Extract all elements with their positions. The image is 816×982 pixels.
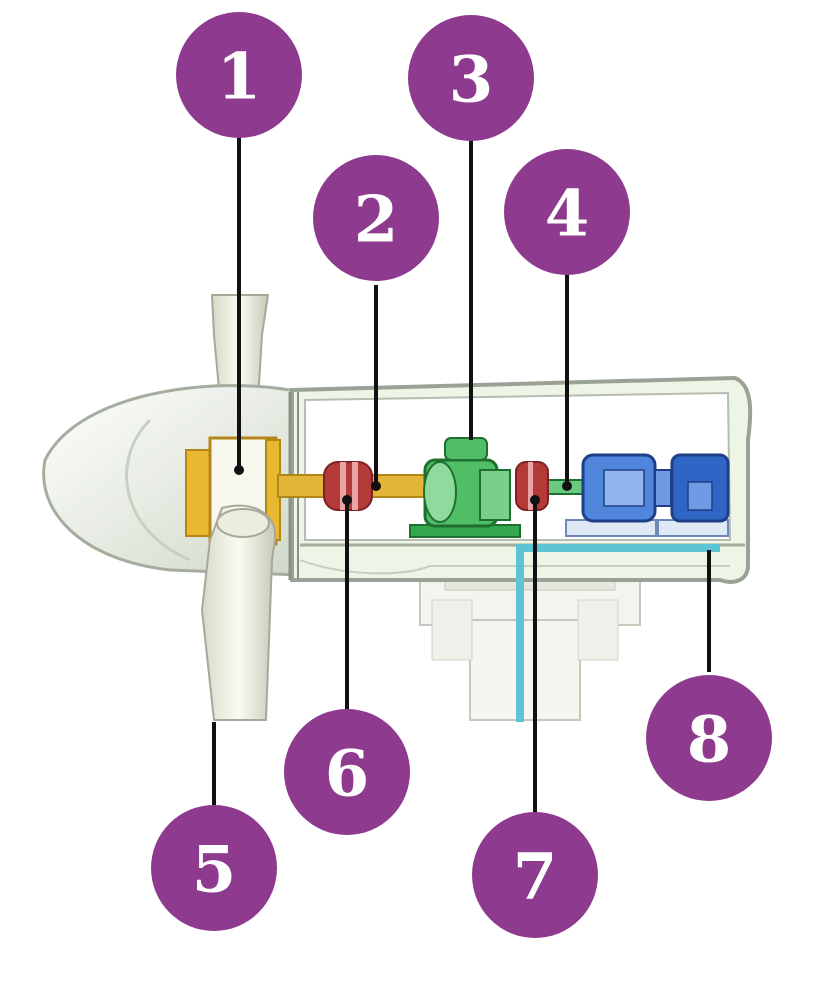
callout-2: 2: [313, 155, 439, 281]
callout-3: 3: [408, 15, 534, 141]
generator: [566, 455, 671, 536]
callout-label-7: 7: [513, 840, 558, 915]
callout-6: 6: [284, 709, 410, 835]
callout-8: 8: [646, 675, 772, 801]
callout-label-4: 4: [545, 177, 590, 252]
callout-label-5: 5: [192, 833, 237, 908]
callout-label-2: 2: [354, 183, 399, 258]
callout-7: 7: [472, 812, 598, 938]
callout-label-6: 6: [325, 737, 370, 812]
callout-label-1: 1: [217, 40, 262, 115]
callout-label-8: 8: [687, 703, 732, 778]
callout-4: 4: [504, 149, 630, 275]
callout-5: 5: [151, 805, 277, 931]
callout-label-3: 3: [449, 43, 494, 118]
callout-1: 1: [176, 12, 302, 138]
tower: [420, 570, 640, 720]
